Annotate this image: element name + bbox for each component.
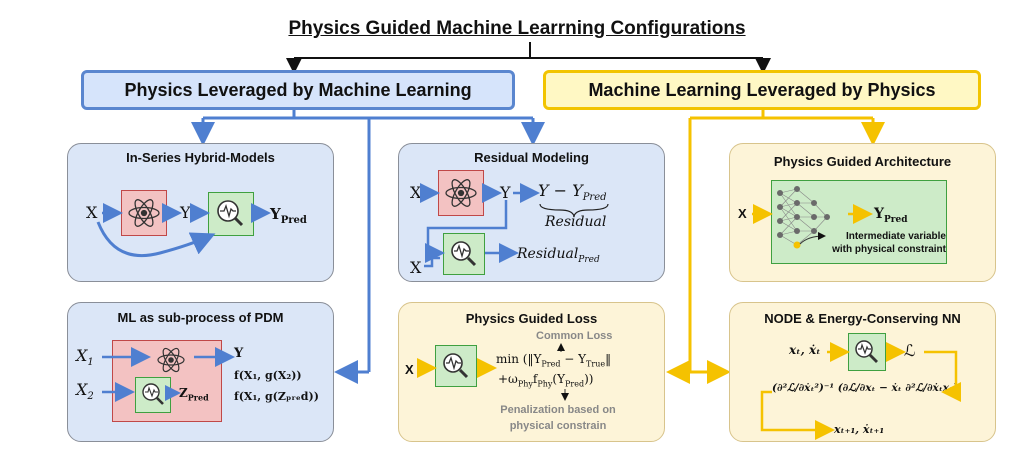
residual-label: Residual [545,214,607,230]
magnifier-waveform-icon [443,353,469,379]
atom-icon [445,179,477,207]
input-x: X [405,362,414,377]
magnifier-waveform-icon [855,340,878,363]
loss-line-2: +ωPhyfPhy(YPred)) [498,372,594,389]
constrained-node [793,241,801,249]
formula-f-of-g-zpred: f(X₁, g(Zₚᵣₑd)) [234,390,319,403]
input-x: X [738,206,747,221]
panel-title: Physics Guided Loss [465,311,598,326]
input-x: X [410,183,422,202]
atom-icon [157,347,185,373]
node-outputs: xₜ₊₁, ẋₜ₊₁ [834,423,885,436]
input-x: X [86,203,98,222]
penalization-note: Penalization based on physical constrain [478,402,638,434]
output-y-pred: YPred [270,205,307,226]
intermediate-variable-note: Intermediate variable with physical cons… [826,230,946,256]
euler-lagrange-equation: (∂²ℒ/∂ẋₜ²)⁻¹ (∂ℒ/∂xₜ − ẋₜ ∂²ℒ/∂ẋₜxₜ) [772,382,958,394]
input-x2: X2 [76,380,94,403]
panel-title: Residual Modeling [474,150,589,165]
panel-title: ML as sub-process of PDM [117,310,284,325]
node-panel: NODE & Energy-Conserving NN [729,302,996,442]
physics-leveraged-heading: Physics Leveraged by Machine Learning [81,70,515,110]
neural-network-icon [777,186,830,249]
intermediate-y: Y [180,203,191,222]
residual-expression: Y − YPred [538,181,607,204]
lagrangian: ℒ [904,341,916,360]
ml-leveraged-heading: Machine Learning Leveraged by Physics [543,70,981,110]
intermediate-y: Y [500,183,511,202]
formula-f-of-g-x2: f(X₁, g(X₂)) [234,369,302,382]
physics-model-block [112,340,222,422]
atom-icon [128,199,160,227]
note-line: Intermediate variable [845,231,946,242]
input-x-second: X [410,258,422,277]
z-pred: ZPred [179,386,209,403]
note-line: with physical constraint [832,244,946,255]
ml-model-block [848,333,886,371]
note-line: Penalization based on [500,404,616,416]
node-inputs: xₜ, ẋₜ [789,343,821,357]
output-y-pred: YPred [874,206,908,225]
magnifier-waveform-icon [217,200,244,227]
note-line: physical constrain [509,420,607,432]
diagram-title: Physics Guided Machine Learrning Configu… [288,18,746,39]
residual-pred: ResidualPred [517,246,600,265]
panel-title: Physics Guided Architecture [773,154,952,169]
input-x1: X1 [76,346,94,369]
magnifier-waveform-icon [142,383,164,405]
ml-model-block [435,345,477,387]
loss-line-1: min (‖YPred − YTrue‖ [496,352,612,369]
panel-title: NODE & Energy-Conserving NN [764,311,961,326]
output-y: Y [234,346,244,361]
common-loss-label: Common Loss [536,330,613,342]
panel-title: In-Series Hybrid-Models [126,150,275,165]
magnifier-waveform-icon [451,241,477,267]
